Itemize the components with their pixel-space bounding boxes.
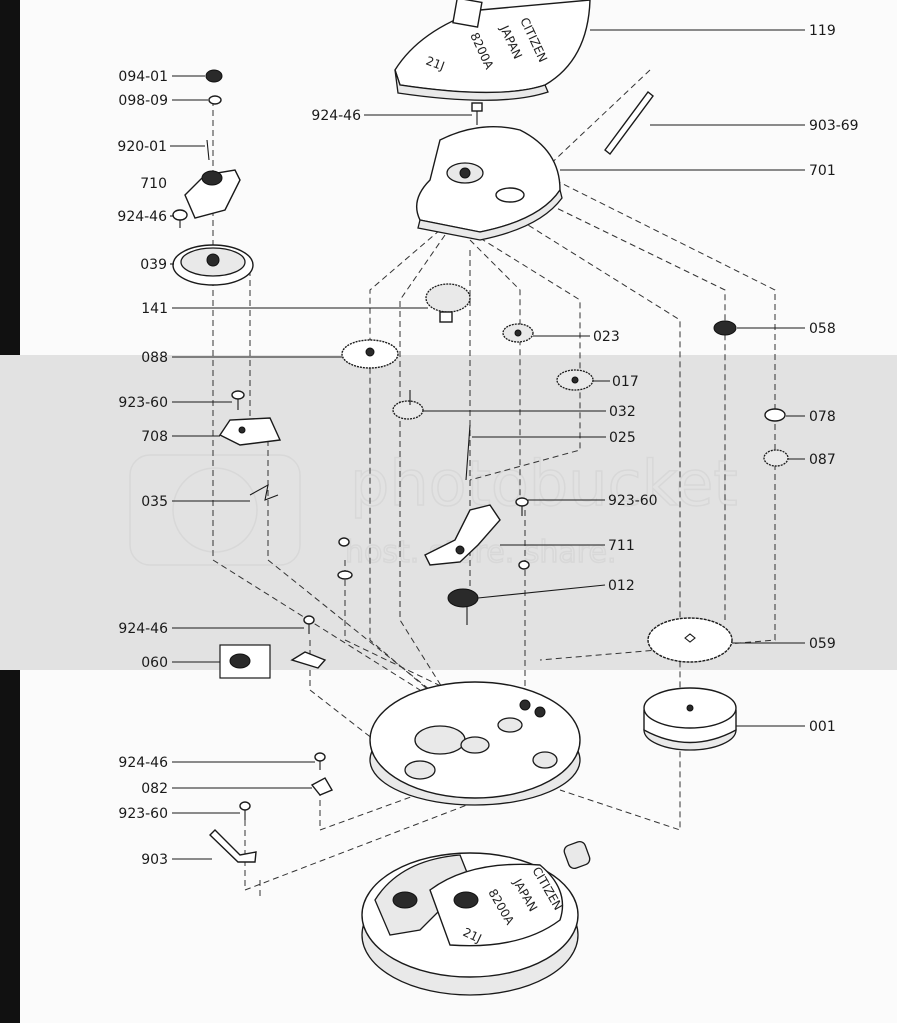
part-060 [219, 644, 327, 679]
screw-924-46-mid [303, 615, 315, 634]
assembled-movement: CITIZEN JAPAN 8200A 21J [361, 841, 591, 996]
label-039: 039 [140, 257, 167, 273]
watermark-camera-icon [129, 454, 301, 566]
label-903-69: 903-69 [809, 118, 859, 134]
label-141: 141 [141, 301, 168, 317]
spring-098-09 [208, 95, 222, 105]
lever-903 [209, 829, 257, 863]
screw-923-60-left [231, 390, 245, 410]
label-023: 023 [593, 329, 620, 345]
leader-lines [170, 29, 805, 860]
gear-017 [556, 369, 594, 391]
pin-920-01 [206, 139, 210, 161]
part-labels: 119 903-69 701 058 023 017 032 025 078 0… [117, 23, 858, 868]
gear-088 [341, 339, 399, 369]
watermark-logo: photobucket [350, 447, 738, 520]
rotor-jewels-text: 21J [424, 54, 446, 74]
part-082 [310, 777, 334, 796]
pinion-025 [465, 424, 471, 481]
barrel-001 [643, 687, 737, 751]
label-923-60-low: 923-60 [118, 806, 168, 822]
label-711: 711 [608, 538, 635, 554]
label-060: 060 [141, 655, 168, 671]
bridge-708 [218, 417, 282, 446]
label-924-46-low: 924-46 [118, 755, 168, 771]
label-920-01: 920-01 [117, 139, 167, 155]
screw-924-46-top [471, 102, 483, 125]
label-924-46-mid: 924-46 [118, 621, 168, 637]
lever-903-69 [604, 90, 654, 156]
label-012: 012 [608, 578, 635, 594]
label-094-01: 094-01 [118, 69, 168, 85]
label-119: 119 [809, 23, 836, 39]
gear-059 [647, 617, 733, 663]
label-032: 032 [609, 404, 636, 420]
bridge-701 [416, 126, 563, 241]
gear-058 [713, 320, 737, 336]
label-903: 903 [141, 852, 168, 868]
label-059: 059 [809, 636, 836, 652]
gear-141 [425, 283, 471, 323]
gear-023 [502, 323, 534, 343]
label-708: 708 [141, 429, 168, 445]
gear-087 [763, 449, 789, 467]
label-035: 035 [141, 494, 168, 510]
watermark-band [0, 355, 897, 670]
label-924-46-top: 924-46 [311, 108, 361, 124]
screw-mid-small [337, 537, 530, 580]
main-plate [369, 681, 581, 806]
balance-wheel-039 [172, 244, 254, 286]
label-078: 078 [809, 409, 836, 425]
label-087: 087 [809, 452, 836, 468]
gear-012 [447, 588, 479, 625]
spring-035 [249, 483, 279, 501]
label-058: 058 [809, 321, 836, 337]
gear-032 [392, 390, 424, 420]
label-710: 710 [140, 176, 167, 192]
watermark: photobucket host. store. share. [129, 446, 738, 571]
balance-cock-710 [184, 169, 241, 219]
screw-923-60-low [239, 801, 251, 820]
label-701: 701 [809, 163, 836, 179]
label-923-60-mid: 923-60 [608, 493, 658, 509]
label-025: 025 [609, 430, 636, 446]
label-001: 001 [809, 719, 836, 735]
rotor-119: CITIZEN JAPAN 8200A 21J [394, 0, 591, 101]
label-088: 088 [141, 350, 168, 366]
screw-923-60-mid [515, 497, 529, 516]
label-923-60-left: 923-60 [118, 395, 168, 411]
bridge-711 [424, 504, 501, 566]
screw-924-46-low [314, 752, 326, 770]
label-924-46-left: 924-46 [117, 209, 167, 225]
label-098-09: 098-09 [118, 93, 168, 109]
cap-jewel-094-01 [205, 69, 223, 83]
washer-078 [764, 408, 786, 422]
screw-924-46-left [172, 209, 188, 228]
label-082: 082 [141, 781, 168, 797]
label-017: 017 [612, 374, 639, 390]
